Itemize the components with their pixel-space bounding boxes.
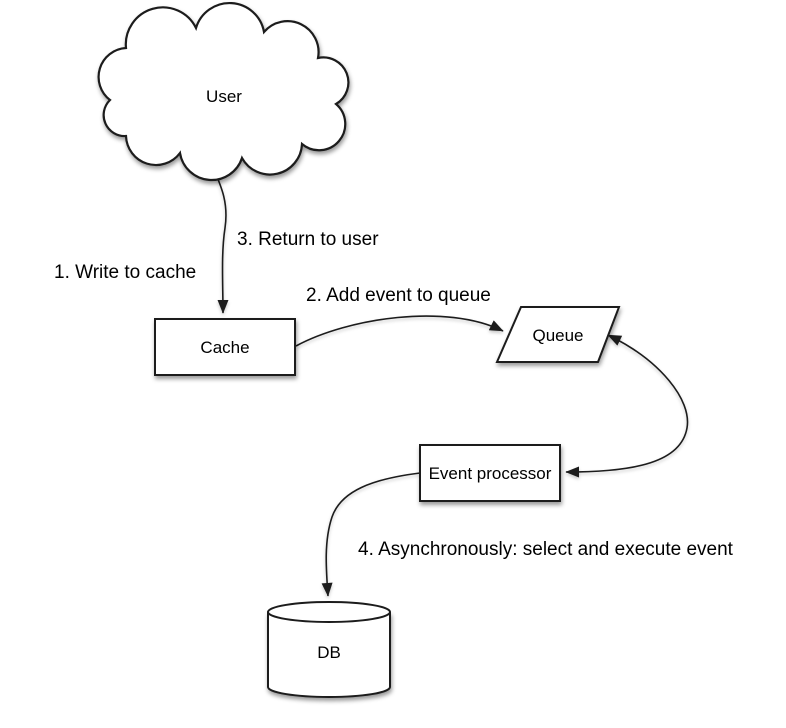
queue-parallelogram-shape (495, 306, 621, 363)
edge-event-processor-to-db (321, 472, 421, 597)
edge-user-to-cache (211, 164, 229, 314)
cache-label: Cache (200, 338, 249, 357)
edge-label-async-select-execute: 4. Asynchronously: select and execute ev… (358, 539, 734, 560)
edge-label-write-to-cache: 1. Write to cache (54, 262, 196, 283)
user-cloud-shape (97, 2, 350, 182)
edge-label-return-to-user: 3. Return to user (237, 229, 379, 250)
event-processor-rect-shape (419, 444, 561, 502)
edge-cache-to-queue (295, 315, 504, 347)
user-label: User (206, 87, 242, 106)
node-user: User (97, 2, 350, 182)
queue-label: Queue (532, 326, 583, 345)
db-cylinder-top-shape (267, 601, 391, 623)
node-queue: Queue (495, 306, 621, 363)
event-processor-label: Event processor (429, 464, 552, 483)
node-db: DB (267, 601, 391, 698)
edge-label-add-event-to-queue: 2. Add event to queue (306, 285, 491, 306)
node-cache: Cache (154, 318, 296, 376)
db-cylinder-body-shape (267, 612, 391, 698)
db-label: DB (317, 643, 341, 662)
cache-rect-shape (154, 318, 296, 376)
node-event-processor: Event processor (419, 444, 561, 502)
edge-queue-event-processor-double-arrow (565, 334, 689, 478)
